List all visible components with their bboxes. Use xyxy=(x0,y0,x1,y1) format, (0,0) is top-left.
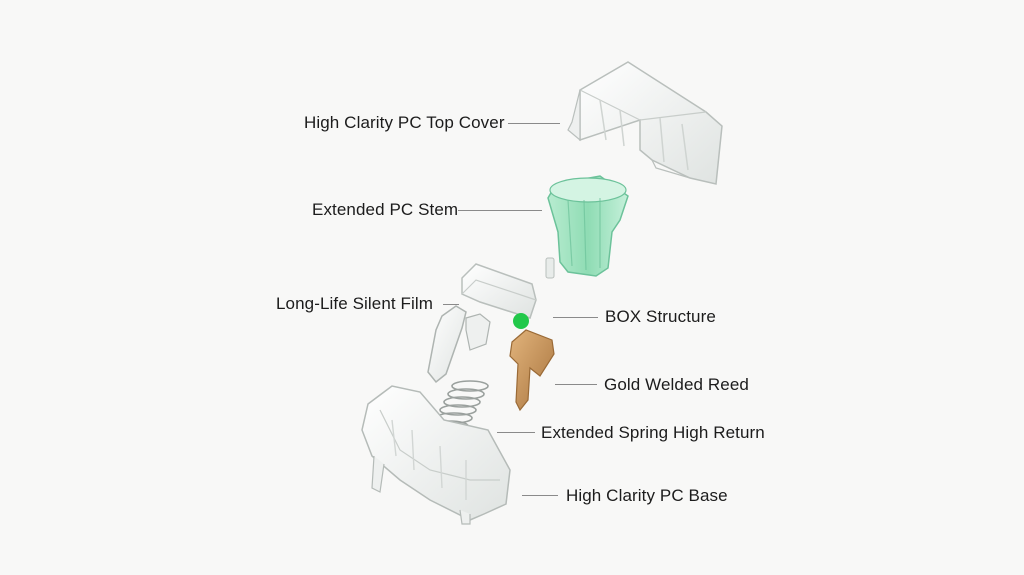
top-cover-part xyxy=(567,61,723,185)
leader-line-stem xyxy=(458,210,542,211)
stem-part xyxy=(545,175,629,279)
contact-leaf-part xyxy=(427,305,491,384)
label-stem: Extended PC Stem xyxy=(312,200,459,219)
label-box-structure: BOX Structure xyxy=(605,307,716,326)
label-gold-reed: Gold Welded Reed xyxy=(604,375,749,394)
leader-line-top-cover xyxy=(508,123,560,124)
silent-film-part xyxy=(461,263,537,319)
gold-reed-part xyxy=(509,329,555,412)
label-silent-film: Long-Life Silent Film xyxy=(276,294,434,313)
base-part xyxy=(361,385,511,525)
label-spring: Extended Spring High Return xyxy=(541,423,765,442)
box-structure-part xyxy=(513,313,529,329)
leader-line-spring xyxy=(497,432,535,433)
leader-line-gold-reed xyxy=(555,384,597,385)
leader-line-base xyxy=(522,495,558,496)
label-top-cover: High Clarity PC Top Cover xyxy=(304,113,505,132)
label-base: High Clarity PC Base xyxy=(566,486,728,505)
leader-line-silent-film xyxy=(443,304,459,305)
leader-line-box-structure xyxy=(553,317,598,318)
